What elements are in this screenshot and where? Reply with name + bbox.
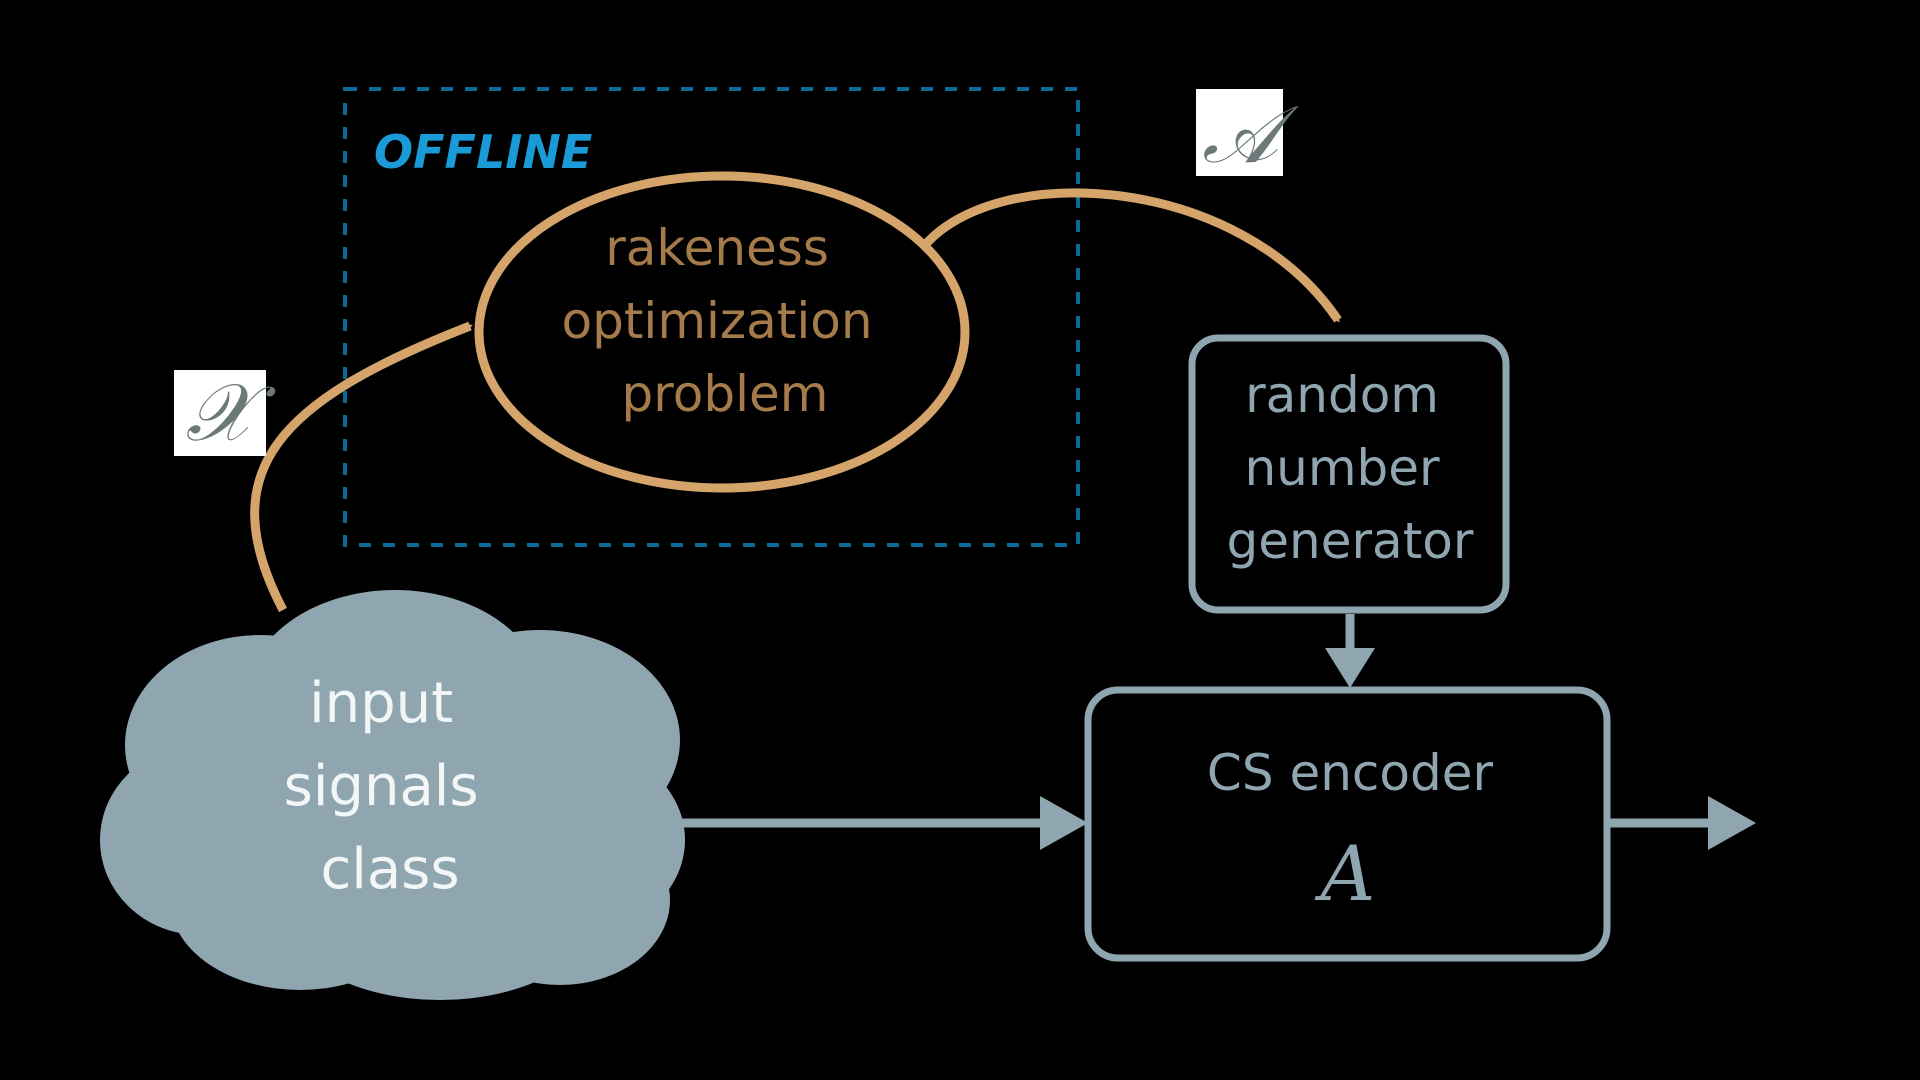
rng-line-2: number [1244,439,1440,497]
rng-line-3: generator [1227,512,1474,570]
input-to-optimization-arrow [250,321,473,613]
svg-text:rakeness optimization: rakeness optimization problem [562,219,889,423]
random-number-generator-block [1188,334,1510,614]
matrix-set-symbol: 𝒜 [1202,88,1299,181]
signal-to-encoder-arrow [670,796,1088,850]
optimization-line-2: optimization [562,292,873,350]
cloud-line-2: signals [284,754,479,819]
offline-label: OFFLINE [374,125,592,179]
cloud-line-3: class [320,837,459,902]
encoder-output-arrow [1607,796,1756,850]
input-set-label: 𝒳 [174,366,277,459]
optimization-line-3: problem [622,365,829,423]
input-signals-cloud [100,590,685,1000]
rakeness-optimization-ellipse [474,171,970,493]
rng-to-encoder-arrow [1325,614,1375,688]
cs-encoder-title: CS encoder [1207,744,1494,802]
matrix-set-label: 𝒜 [1196,88,1299,181]
optimization-to-rng-arrow [921,188,1342,323]
svg-text:input signals class: input signals class [284,671,497,902]
svg-text:random number generato: random number generator [1227,366,1474,570]
offline-region-box [343,87,1080,547]
rng-line-1: random [1245,366,1439,424]
optimization-line-1: rakeness [605,219,829,277]
cloud-line-1: input [309,671,453,736]
cs-encoder-symbol: A [1315,829,1376,918]
